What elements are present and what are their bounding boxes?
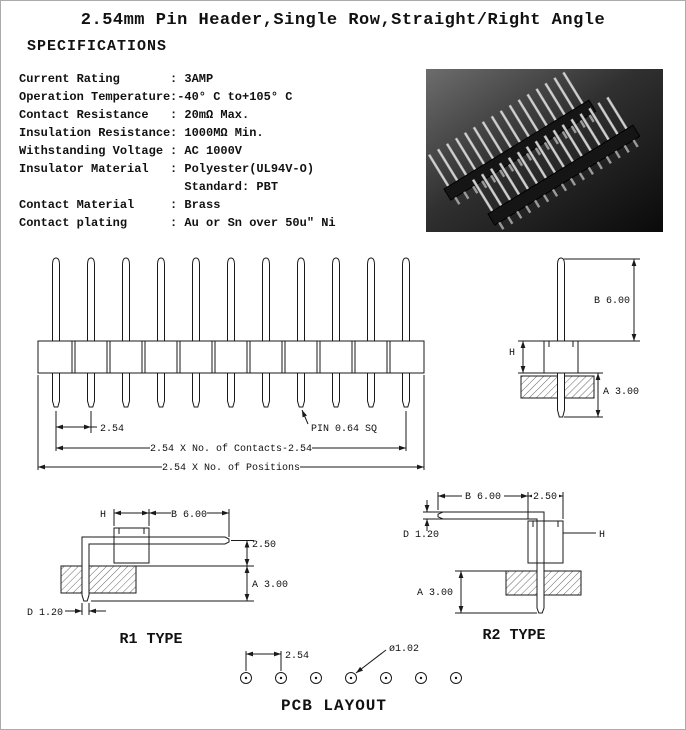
label-mask <box>532 490 559 501</box>
spec-row: Withstanding Voltage : AC 1000V <box>19 142 336 160</box>
r1-type-drawing: H B 6.00 2.50 A 3.00 D 1.20 R1 TYPE <box>27 509 288 648</box>
dim-offset-label: 2.50 <box>533 492 557 503</box>
dim-pin-note-label: PIN 0.64 SQ <box>311 424 377 435</box>
dim-d-label: D 1.20 <box>27 608 63 619</box>
dim-a-label: A 3.00 <box>252 580 288 591</box>
straight-side-drawing: B 6.00 H A 3.00 <box>509 257 640 418</box>
spec-label: Contact Material <box>19 198 135 212</box>
dim-pitch-label: 2.54 <box>100 424 124 435</box>
spec-value: : 20mΩ Max. <box>170 108 250 122</box>
dim-height-label: 2.50 <box>252 540 276 551</box>
straight-row-drawing: 2.54 PIN 0.64 SQ 2.54 X No. of Contacts-… <box>37 257 425 473</box>
spec-value: :-40° C to+105° C <box>170 90 293 104</box>
dim-contacts-label: 2.54 X No. of Contacts-2.54 <box>150 443 312 455</box>
housing <box>113 527 150 564</box>
housing-notches <box>548 341 574 347</box>
dim-h-label: H <box>599 530 605 541</box>
dim-a-label: A 3.00 <box>417 588 453 599</box>
spec-row: Insulator Material : Polyester(UL94V-O) <box>19 160 336 178</box>
housing-notches <box>532 521 559 527</box>
spec-label: Current Rating <box>19 72 120 86</box>
bent-pin <box>437 511 545 614</box>
spec-label: Operation Temperature <box>19 90 171 104</box>
pcb-layout-caption: PCB LAYOUT <box>280 697 387 715</box>
pin-tops <box>52 257 410 342</box>
dim-d-label: D 1.20 <box>403 530 439 541</box>
spec-value: : Brass <box>170 198 221 212</box>
extension-lines <box>423 492 596 614</box>
spec-row: Contact Resistance : 20mΩ Max. <box>19 106 336 124</box>
r1-caption: R1 TYPE <box>119 631 182 648</box>
pin-note-leader <box>301 409 309 425</box>
bent-pin <box>81 536 230 602</box>
spec-value: : Polyester(UL94V-O) <box>170 162 315 176</box>
dim-b-label: B 6.00 <box>171 510 207 521</box>
spec-row: Insulation Resistance: 1000MΩ Min. <box>19 124 336 142</box>
spec-label: Insulation Resistance <box>19 126 171 140</box>
dim-pitch-label: 2.54 <box>285 651 309 662</box>
spec-label: Contact plating <box>19 216 128 230</box>
spec-label: Contact Resistance <box>19 108 149 122</box>
spec-label: Withstanding Voltage <box>19 144 164 158</box>
pcb-board <box>60 565 137 594</box>
r2-caption: R2 TYPE <box>482 627 545 644</box>
r2-type-drawing: B 6.00 2.50 D 1.20 H A 3.00 R2 TYPE <box>403 490 605 644</box>
spec-value: : AC 1000V <box>170 144 243 158</box>
extension-lines <box>37 375 425 470</box>
extension-lines <box>518 258 640 418</box>
product-photo-image <box>426 69 663 232</box>
photo-background <box>426 69 663 232</box>
specifications-list: Current Rating : 3AMP Operation Temperatu… <box>19 70 336 232</box>
spec-row: Current Rating : 3AMP <box>19 70 336 88</box>
pin-tails <box>52 372 410 408</box>
dim-h-label: H <box>100 510 106 521</box>
spec-row: Contact Material : Brass <box>19 196 336 214</box>
dim-positions-label: 2.54 X No. of Positions <box>162 462 300 473</box>
spec-value: Standard: PBT <box>170 180 279 194</box>
spec-label: Insulator Material <box>19 162 149 176</box>
dim-b-label: B 6.00 <box>594 296 630 307</box>
spec-value: : Au or Sn over 50u" Ni <box>170 216 336 230</box>
specifications-heading: SPECIFICATIONS <box>27 38 168 55</box>
product-photo <box>426 69 663 232</box>
label-mask <box>462 490 504 501</box>
pin-top <box>557 257 565 342</box>
housing-strip <box>37 340 425 374</box>
housing <box>543 340 579 374</box>
spec-value: : 3AMP <box>170 72 214 86</box>
spec-row: Operation Temperature:-40° C to+105° C <box>19 88 336 106</box>
dim-b-label: B 6.00 <box>465 492 501 503</box>
housing <box>527 520 564 564</box>
hole-dia-leader <box>355 649 387 674</box>
extension-lines <box>81 509 254 615</box>
hole-row <box>240 672 462 684</box>
dim-h-label: H <box>509 348 515 359</box>
dim-hole-dia-label: ø1.02 <box>389 644 419 655</box>
pcb-layout-drawing: 2.54 ø1.02 <box>240 644 462 684</box>
spec-row: Contact plating : Au or Sn over 50u" Ni <box>19 214 336 232</box>
housing-divisions <box>71 341 391 373</box>
spec-value: : 1000MΩ Min. <box>170 126 264 140</box>
pin-header-strip <box>471 96 641 230</box>
housing-notches <box>118 528 145 534</box>
pin-tail <box>557 372 565 418</box>
dim-a-label: A 3.00 <box>603 387 639 398</box>
page-title: 2.54mm Pin Header,Single Row,Straight/Ri… <box>80 11 606 30</box>
spec-row: Standard: PBT <box>19 178 336 196</box>
